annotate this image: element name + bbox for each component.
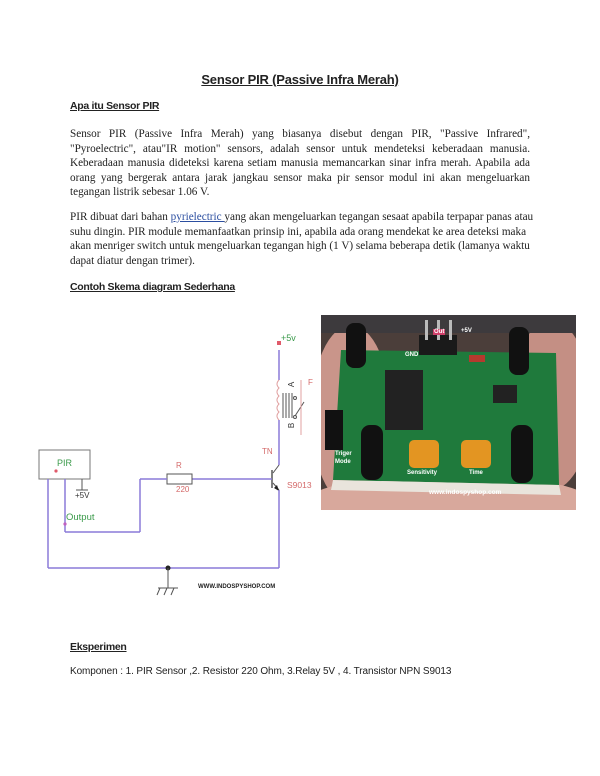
photo-label-5v: +5V <box>461 328 472 334</box>
pyrielectric-link[interactable]: pyrielectric <box>170 211 225 223</box>
paragraph-text-start: PIR dibuat dari bahan <box>70 211 171 223</box>
heading-skema: Contoh Skema diagram Sederhana <box>70 281 235 293</box>
photo-watermark: www.indospyshop.com <box>429 489 502 496</box>
relay-a-label: A <box>287 381 297 388</box>
paragraph-pyroelectric: PIR dibuat dari bahan pyrielectric yang … <box>70 210 540 268</box>
relay-b-label: B <box>287 422 297 429</box>
paragraph-definition: Sensor PIR (Passive Infra Merah) yang bi… <box>70 128 530 198</box>
photo-label-out: Out <box>433 329 446 335</box>
pir-supply-label: +5V <box>75 491 90 500</box>
transistor-part: S9013 <box>287 480 312 490</box>
pir-board-illustration <box>321 315 576 510</box>
components-list: Komponen : 1. PIR Sensor ,2. Resistor 22… <box>70 666 452 677</box>
vcc-label: +5v <box>281 333 296 343</box>
page-title: Sensor PIR (Passive Infra Merah) <box>201 72 399 87</box>
relay-f-label: F <box>308 378 313 387</box>
photo-label-triger: Triger <box>335 451 352 457</box>
pir-label: PIR <box>57 458 73 468</box>
output-label: Output <box>66 512 95 523</box>
resistor-value: 220 <box>176 485 190 494</box>
photo-label-gnd: GND <box>405 352 419 358</box>
photo-label-mode: Mode <box>335 459 351 465</box>
resistor-label: R <box>176 461 182 470</box>
circuit-schematic: +5v A B F TN S9013 R 220 PIR +5V Output … <box>20 320 320 610</box>
transistor-label: TN <box>262 447 273 456</box>
schematic-drawing <box>38 341 305 596</box>
photo-label-sensitivity: Sensitivity <box>407 470 438 476</box>
paragraph-text-end: yang akan mengeluarkan tegangan sesaat a… <box>70 211 534 267</box>
heading-apa-itu: Apa itu Sensor PIR <box>70 100 160 112</box>
heading-eksperimen: Eksperimen <box>70 641 127 653</box>
pir-module-photo: Out +5V GND Triger Mode Sensitivity Time… <box>321 315 576 510</box>
schematic-watermark: WWW.INDOSPYSHOP.COM <box>198 584 276 590</box>
photo-label-time: Time <box>469 470 483 476</box>
